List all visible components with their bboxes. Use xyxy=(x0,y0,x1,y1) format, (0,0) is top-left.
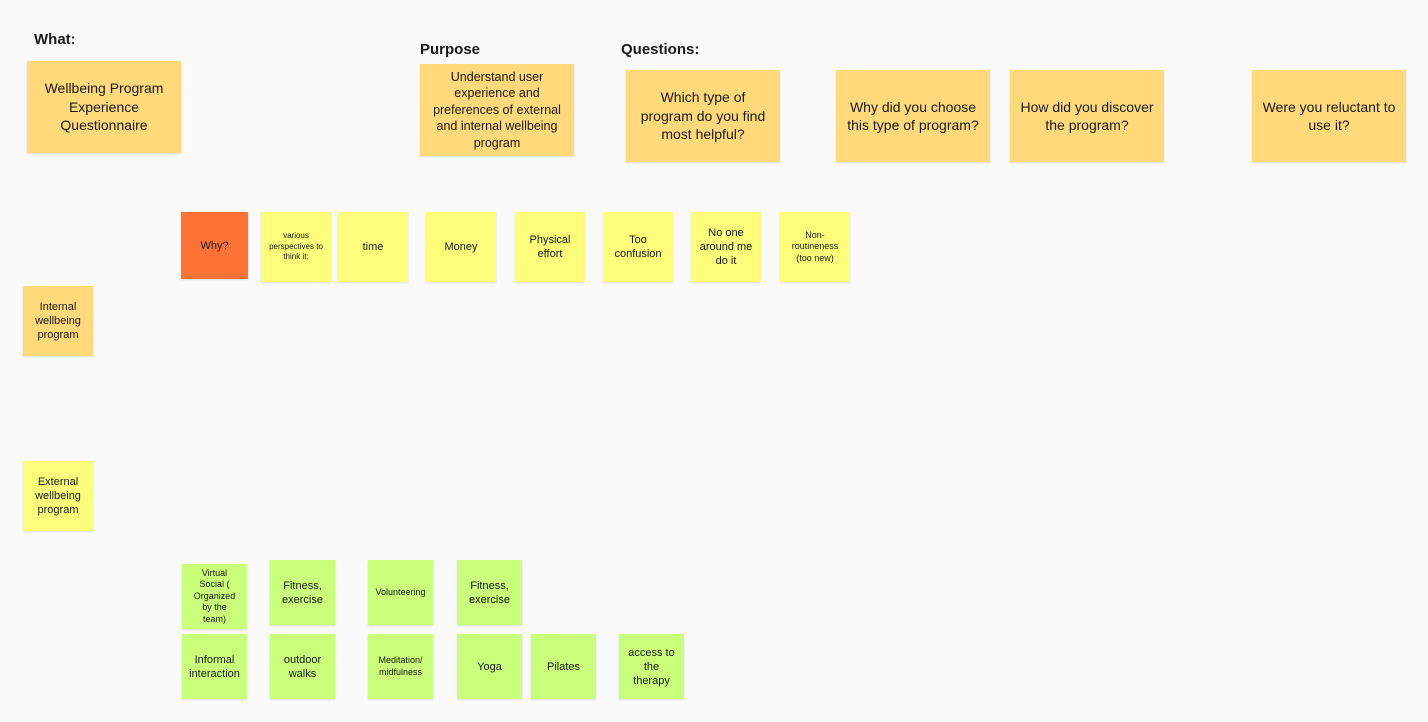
sticky-physical-effort[interactable]: Physical effort xyxy=(515,212,585,282)
sticky-yoga[interactable]: Yoga xyxy=(457,634,522,699)
sticky-meditation[interactable]: Meditation/ midfulness xyxy=(368,634,433,699)
sticky-purpose-note[interactable]: Understand user experience and preferenc… xyxy=(420,64,574,156)
sticky-volunteering[interactable]: Volunteering xyxy=(368,560,433,625)
sticky-virtual-social[interactable]: Virtual Social ( Organized by the team) xyxy=(182,564,247,629)
sticky-outdoor-walks[interactable]: outdoor walks xyxy=(270,634,335,699)
sticky-money[interactable]: Money xyxy=(426,212,496,282)
sticky-question-1[interactable]: Which type of program do you find most h… xyxy=(626,70,780,162)
sticky-informal-interaction[interactable]: Informal interaction xyxy=(182,634,247,699)
sticky-external-program[interactable]: External wellbeing program xyxy=(23,461,93,531)
sticky-question-3[interactable]: How did you discover the program? xyxy=(1010,70,1164,162)
sticky-non-routineness[interactable]: Non-routineness (too new) xyxy=(780,212,850,282)
sticky-question-4[interactable]: Were you reluctant to use it? xyxy=(1252,70,1406,162)
sticky-too-confusion[interactable]: Too confusion xyxy=(603,212,673,282)
sticky-various-perspectives[interactable]: various perspectives to think it: xyxy=(261,212,331,282)
sticky-access-therapy[interactable]: access to the therapy xyxy=(619,634,684,699)
sticky-fitness-exercise-2[interactable]: Fitness, exercise xyxy=(457,560,522,625)
purpose-heading: Purpose xyxy=(420,41,481,58)
what-heading: What: xyxy=(34,31,76,48)
sticky-internal-program[interactable]: Internal wellbeing program xyxy=(23,286,93,356)
sticky-no-one-around[interactable]: No one around me do it xyxy=(691,212,761,282)
sticky-time[interactable]: time xyxy=(338,212,408,282)
sticky-pilates[interactable]: Pilates xyxy=(531,634,596,699)
sticky-question-2[interactable]: Why did you choose this type of program? xyxy=(836,70,990,162)
questions-heading: Questions: xyxy=(621,41,700,58)
sticky-fitness-exercise-1[interactable]: Fitness, exercise xyxy=(270,560,335,625)
sticky-what-note[interactable]: Wellbeing Program Experience Questionnai… xyxy=(27,61,181,153)
sticky-why[interactable]: Why? xyxy=(181,212,248,279)
